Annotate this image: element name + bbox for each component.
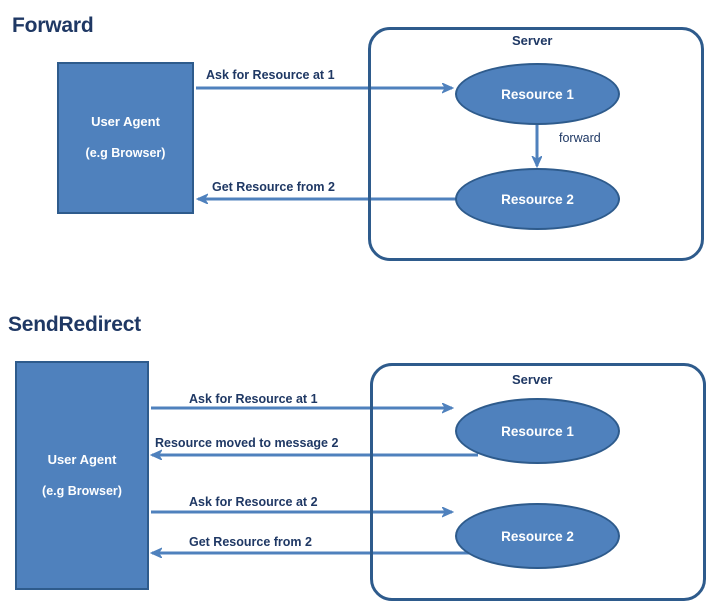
- message-label-forward-request: Ask for Resource at 1: [206, 68, 335, 82]
- resource-node-1-forward: Resource 1: [455, 63, 620, 125]
- user-agent-label-line2: (e.g Browser): [85, 146, 166, 161]
- message-label-forward-response: Get Resource from 2: [212, 180, 335, 194]
- page-title-forward: Forward: [12, 14, 94, 37]
- server-boundary-redirect: [370, 363, 706, 601]
- user-agent-label-line2-redirect: (e.g Browser): [42, 483, 122, 498]
- internal-forward-label: forward: [559, 131, 601, 145]
- user-agent-box-forward: User Agent (e.g Browser): [57, 62, 194, 214]
- server-label-forward: Server: [512, 33, 553, 48]
- server-label-redirect: Server: [512, 372, 553, 387]
- user-agent-label-line1: User Agent: [91, 114, 160, 130]
- message-label-redirect-4: Get Resource from 2: [189, 535, 312, 549]
- message-label-redirect-2: Resource moved to message 2: [155, 436, 339, 450]
- message-label-redirect-1: Ask for Resource at 1: [189, 392, 318, 406]
- resource-node-2-redirect: Resource 2: [455, 503, 620, 569]
- resource-node-1-redirect: Resource 1: [455, 398, 620, 464]
- user-agent-label-line1-redirect: User Agent: [47, 451, 117, 467]
- user-agent-box-redirect: User Agent (e.g Browser): [15, 361, 149, 590]
- server-boundary-forward: [368, 27, 704, 261]
- page-title-sendredirect: SendRedirect: [8, 313, 141, 336]
- message-label-redirect-3: Ask for Resource at 2: [189, 495, 318, 509]
- resource-node-2-forward: Resource 2: [455, 168, 620, 230]
